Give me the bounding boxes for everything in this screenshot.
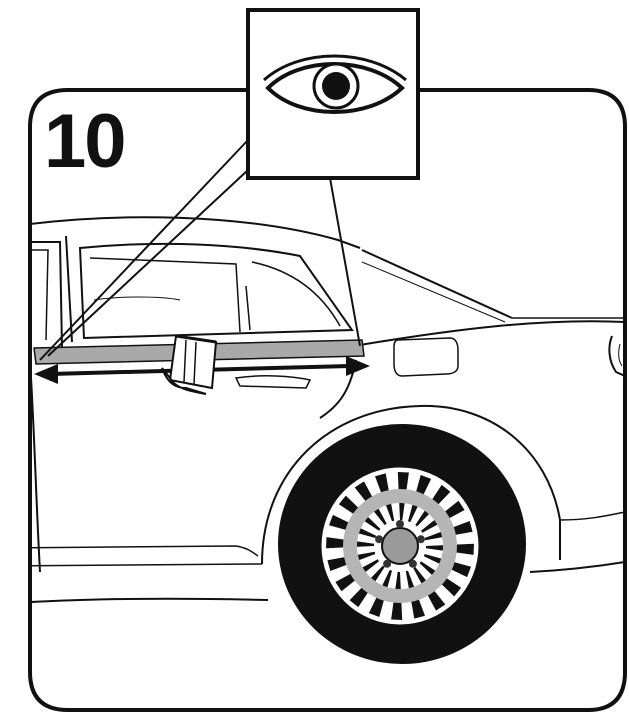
step-number: 10 xyxy=(44,104,125,180)
sill-bottom xyxy=(0,599,268,604)
lug-nut xyxy=(383,560,391,568)
lug-nut xyxy=(417,535,425,543)
tail-light-inner xyxy=(619,344,622,366)
lug-nut xyxy=(409,560,417,568)
lug-nut xyxy=(375,535,383,543)
window-post xyxy=(246,286,250,330)
front-door-handle xyxy=(0,380,14,396)
seat-headrest xyxy=(94,297,180,300)
fuel-door xyxy=(394,338,458,376)
rear-bumper-bottom xyxy=(530,562,625,572)
rear-windshield xyxy=(362,250,512,318)
bumper-line xyxy=(560,512,625,520)
lug-nut xyxy=(396,520,404,528)
car-rear-view xyxy=(0,217,625,664)
rear-windshield-inner xyxy=(362,262,505,322)
tail-light xyxy=(609,336,625,376)
trunk-line xyxy=(360,321,625,345)
wheel-hub xyxy=(382,528,418,564)
door-handle xyxy=(236,376,310,388)
